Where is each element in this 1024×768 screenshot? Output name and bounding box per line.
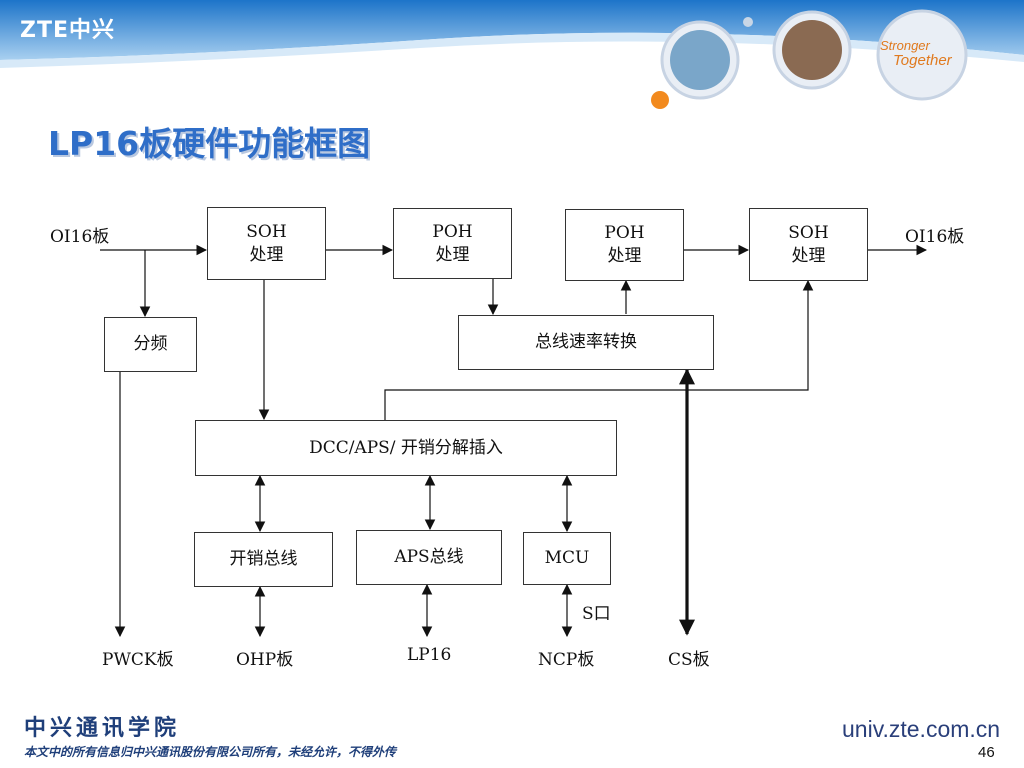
- soh-process-box-2: SOH 处理: [749, 208, 868, 281]
- aps-bus-box: APS总线: [356, 530, 502, 585]
- slogan-line2: Together: [893, 52, 952, 69]
- zte-logo: ZTE中兴: [20, 18, 115, 43]
- poh-process-box-2: POH 处理: [565, 209, 684, 281]
- poh-process-label-2: POH 处理: [604, 223, 645, 266]
- soh-process-label-1: SOH 处理: [246, 221, 287, 265]
- dcc-aps-overhead-box: DCC/APS/ 开销分解插入: [195, 420, 617, 476]
- page-number: 46: [978, 744, 995, 761]
- academy-name: 中兴通讯学院: [24, 715, 181, 741]
- soh-process-label-2: SOH 处理: [788, 222, 829, 266]
- soh-process-box-1: SOH 处理: [207, 207, 326, 280]
- pwck-board-label: PWCK板: [102, 650, 174, 670]
- poh-process-label-1: POH 处理: [432, 221, 473, 265]
- lp16-label: LP16: [407, 645, 452, 665]
- ncp-board-label: NCP板: [538, 650, 595, 670]
- slide-title: LP16板硬件功能框图: [48, 124, 371, 163]
- mcu-box: MCU: [523, 532, 611, 585]
- dcc-aps-overhead-label: DCC/APS/ 开销分解插入: [309, 437, 503, 458]
- copyright-notice: 本文中的所有信息归中兴通讯股份有限公司所有，未经允许，不得外传: [24, 745, 397, 759]
- aps-bus-label: APS总线: [394, 547, 464, 568]
- bus-rate-conversion-box: 总线速率转换: [458, 315, 714, 370]
- oi16-input-label: OI16板: [50, 227, 110, 247]
- overhead-bus-label: 开销总线: [229, 549, 298, 570]
- frequency-divider-box: 分频: [104, 317, 197, 372]
- s-port-label: S口: [582, 604, 611, 624]
- photo-circles: [651, 9, 968, 109]
- frequency-divider-label: 分频: [133, 334, 168, 355]
- ohp-board-label: OHP板: [236, 650, 294, 670]
- slogan-line1: Stronger: [880, 38, 930, 53]
- footer-url: univ.zte.com.cn: [842, 716, 1001, 742]
- poh-process-box-1: POH 处理: [393, 208, 512, 279]
- bus-rate-conversion-label: 总线速率转换: [535, 332, 637, 353]
- overhead-bus-box: 开销总线: [194, 532, 333, 587]
- oi16-output-label: OI16板: [905, 227, 965, 247]
- mcu-label: MCU: [544, 548, 590, 569]
- cs-board-label: CS板: [668, 650, 710, 670]
- header-banner: [0, 0, 1024, 109]
